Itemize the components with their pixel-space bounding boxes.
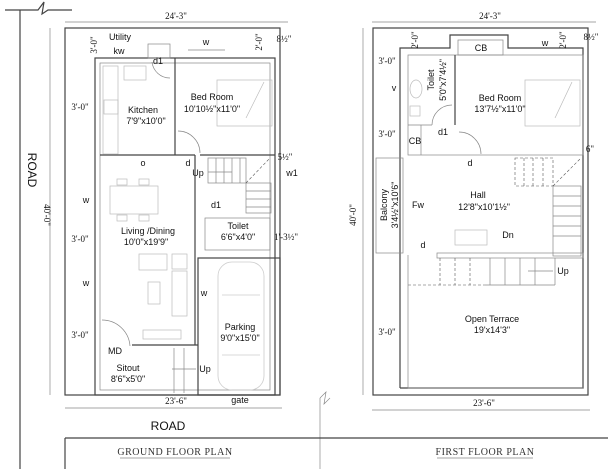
sink-icon xyxy=(123,65,147,81)
ff-dim-8in: 8½" xyxy=(584,32,599,42)
dining-table-icon xyxy=(109,178,159,222)
dim-8in: 8½" xyxy=(277,34,292,44)
ff-terrace-name: Open Terrace xyxy=(465,314,519,324)
ff-window-w: w xyxy=(541,38,549,48)
bedroom-size: 10'10½"x11'0" xyxy=(184,104,240,114)
ground-floor-plan: 24'-3" 40'-0" 23'-6" gate ROAD ROAD Util… xyxy=(25,11,298,459)
ff-cb-left: CB xyxy=(409,136,422,146)
kw-label: kw xyxy=(114,46,126,56)
door-d1-toilet: d1 xyxy=(211,200,221,210)
tv-unit-icon xyxy=(142,329,182,340)
window-w-left2: w xyxy=(82,278,90,288)
road-side-label: ROAD xyxy=(25,153,39,188)
first-floor-plan: 24'-3" 40'-0" 23'-6" CB w 2'-0" 2'-0" 8½… xyxy=(348,11,599,459)
kitchen-name: Kitchen xyxy=(128,105,158,115)
window-w-left1: w xyxy=(82,195,90,205)
toilet-size: 6'6"x4'0" xyxy=(221,232,255,242)
sitout-up-label: Up xyxy=(199,364,211,374)
ff-balcony-size: 3'4½"x10'6" xyxy=(390,182,400,229)
coffee-table-icon xyxy=(147,281,161,305)
dim-width-top: 24'-3" xyxy=(165,11,187,21)
car-icon xyxy=(217,261,265,391)
ff-dim-width-top: 24'-3" xyxy=(479,11,501,21)
sitout-size: 8'6"x5'0" xyxy=(111,374,145,384)
ff-dim-2ft-a: 2'-0" xyxy=(410,31,420,49)
window-w-parking: w xyxy=(200,288,208,298)
dim-2ft: 2'-0" xyxy=(254,33,264,51)
ff-up-label: Up xyxy=(557,266,569,276)
ff-dim-6in: 6" xyxy=(586,144,595,154)
ff-dim-depth: 40'-0" xyxy=(348,204,358,226)
ff-hall-size: 12'8"x10'1½" xyxy=(458,202,510,212)
toilet-name: Toilet xyxy=(227,221,249,231)
living-name: Living /Dining xyxy=(121,226,175,236)
ff-ventilator-v: v xyxy=(392,83,397,93)
dim-3ft-c: 3'-0" xyxy=(71,330,89,340)
stove-icon xyxy=(103,99,119,115)
ff-toilet-name: Toilet xyxy=(426,69,436,91)
kitchen-size: 7'9"x10'0" xyxy=(126,116,165,126)
window-w1: w1 xyxy=(285,168,298,178)
dim-1ft3in: 1'-3½" xyxy=(274,232,298,242)
staircase xyxy=(207,157,272,214)
ff-door-d-top: d xyxy=(467,158,472,168)
opening-o: o xyxy=(140,158,145,168)
door-d1-kitchen: d1 xyxy=(153,56,163,66)
gate-label: gate xyxy=(231,395,249,405)
ff-french-window: Fw xyxy=(412,200,424,210)
building-outline xyxy=(94,57,276,396)
living-size: 10'0"x19'9" xyxy=(124,237,168,247)
ff-staircase xyxy=(408,157,584,286)
dim-3ft-b: 3'-0" xyxy=(71,234,89,244)
ff-down-label: Dn xyxy=(502,230,514,240)
dim-3ft-top: 3'-0" xyxy=(89,36,99,54)
bedroom-name: Bed Room xyxy=(191,92,234,102)
road-front-label: ROAD xyxy=(151,419,186,433)
first-floor-title: FIRST FLOOR PLAN xyxy=(436,447,535,458)
bed-icon xyxy=(216,79,273,127)
utility-label: Utility xyxy=(109,32,131,42)
stair-up-label: Up xyxy=(192,168,204,178)
ff-terrace-size: 19'x14'3" xyxy=(474,325,510,335)
sofa-icon xyxy=(138,253,168,271)
dim-3ft-a: 3'-0" xyxy=(71,102,89,112)
ground-floor-title: GROUND FLOOR PLAN xyxy=(117,447,232,458)
ff-door-d-bottom: d xyxy=(420,240,425,250)
sitout-name: Sitout xyxy=(116,363,140,373)
ff-bedroom-name: Bed Room xyxy=(479,93,522,103)
parking-name: Parking xyxy=(225,322,256,332)
dim-depth: 40'-0" xyxy=(42,204,52,226)
ff-cb-top: CB xyxy=(475,43,488,53)
ff-door-d1: d1 xyxy=(438,127,448,137)
ff-toilet-size: 5'0"x7'4½" xyxy=(438,59,448,101)
ff-dim-3ft-c: 3'-0" xyxy=(378,327,396,337)
road-boundary xyxy=(5,1,608,469)
ff-bedroom-size: 13'7½"x11'0" xyxy=(474,104,525,114)
wc-icon xyxy=(409,79,423,99)
sofa-icon-2 xyxy=(171,270,188,317)
ff-bed-icon xyxy=(524,79,581,127)
ff-dim-width-bottom: 23'-6" xyxy=(473,398,495,408)
main-door-label: MD xyxy=(108,346,122,356)
ff-plot-boundary xyxy=(372,27,589,396)
dim-5in: 5½" xyxy=(278,152,293,162)
parking-size: 9'0"x15'0" xyxy=(220,333,259,343)
window-label: w xyxy=(202,37,210,47)
ff-balcony-name: Balcony xyxy=(379,188,389,221)
ff-dim-3ft-a: 3'-0" xyxy=(378,56,396,66)
ff-sofa-icon xyxy=(454,229,488,246)
ff-hall-name: Hall xyxy=(470,190,486,200)
dim-width-bottom: 23'-6" xyxy=(165,396,187,406)
door-d: d xyxy=(185,158,190,168)
ff-dim-3ft-b: 3'-0" xyxy=(378,129,396,139)
washbasin-icon xyxy=(409,105,421,117)
ff-dim-2ft-b: 2'-0" xyxy=(558,31,568,49)
